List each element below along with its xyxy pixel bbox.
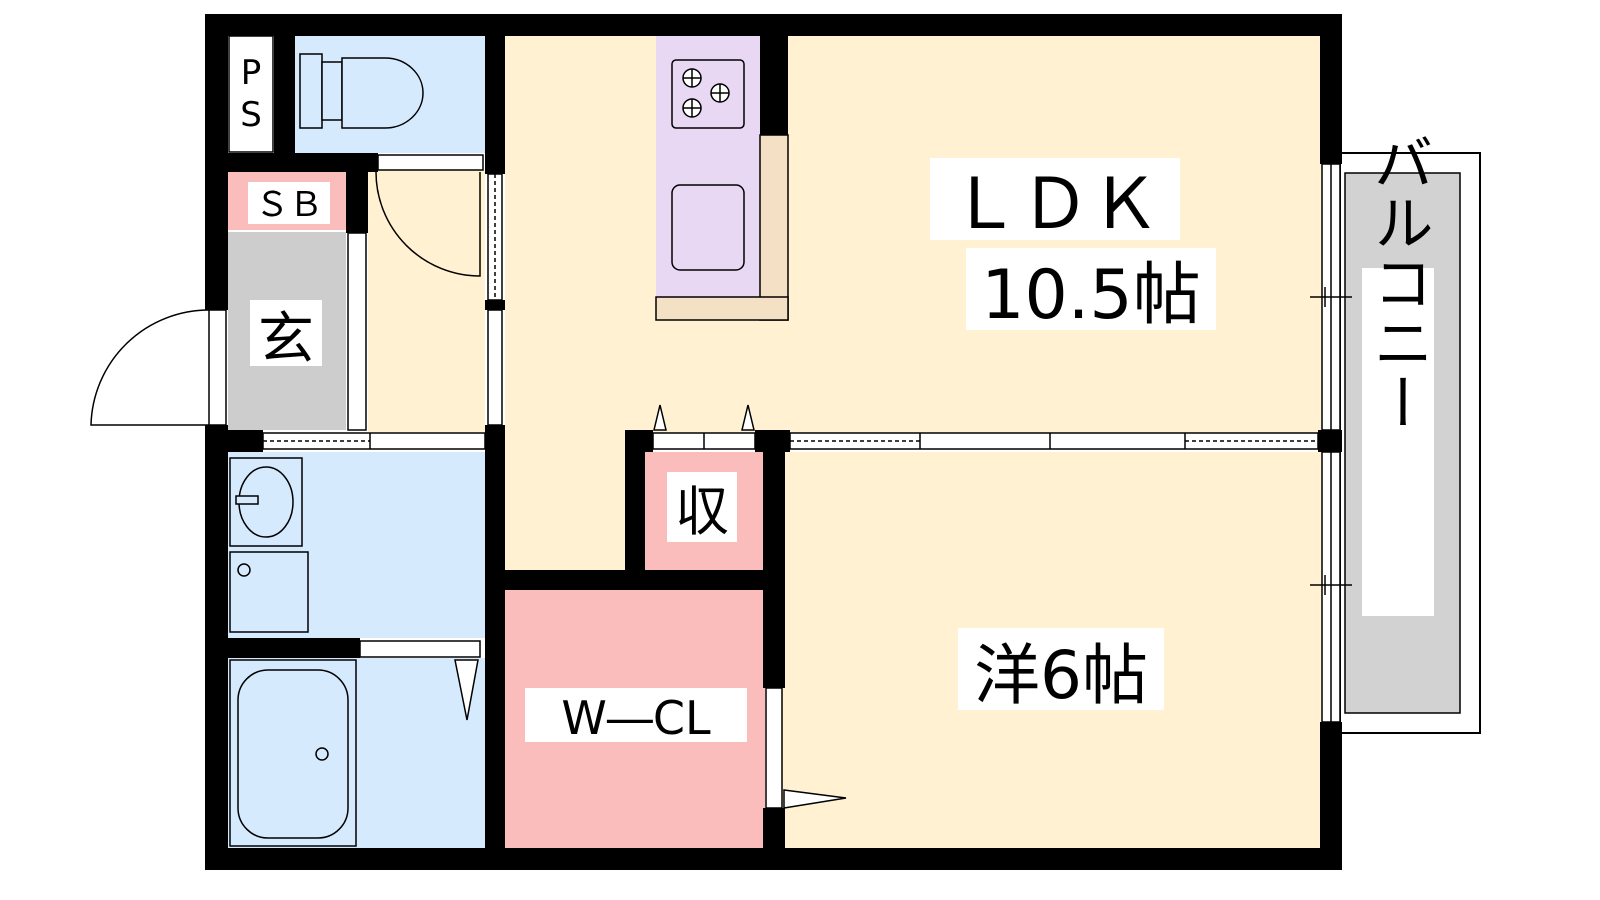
wall-toilet-right [485,14,505,174]
wcl-door-frame [765,687,783,809]
wall-hall-right [485,300,505,310]
sb-frame [347,232,367,431]
wall-top [205,14,1342,36]
doors [90,171,847,809]
wall-entry-bottom [228,430,263,452]
wall-ps-right [274,14,295,154]
wall-right-mid [1318,430,1342,452]
kitchen-sink-icon [671,184,745,271]
wall-wash-bath [228,638,360,658]
hall-ldk-slide-lower [487,309,503,426]
wall-right-top [1320,14,1342,164]
wall-wcl-top [505,570,785,590]
ldk-lower-floor [505,440,625,570]
wcl-label: W―CL [561,691,711,745]
entrance-door-frame [208,309,227,426]
room-labels: ＬＤＫ 10.5帖 洋6帖 収 W―CL 玄 ＳＢ P S バルコニー [240,53,1434,745]
storage-label: 収 [675,480,729,543]
hall-floor [368,170,485,432]
bath-door-leaf [454,659,479,721]
wall-left-upper [205,14,228,310]
windows [208,154,1352,809]
stove-icon [671,59,745,129]
wash-partition [262,432,486,450]
pipe-space [228,35,274,153]
ldk-size-label: 10.5帖 [981,256,1200,335]
kitchen-back-counter [759,134,789,321]
wall-storage-left [625,430,645,590]
balcony-label: バルコニー [1363,132,1433,432]
ps-label-s: S [240,95,262,135]
toilet-door-swing [375,171,481,277]
bath-door-frame [359,640,481,658]
shoebox-label: ＳＢ [255,185,323,225]
ldk-label: ＬＤＫ [950,163,1160,245]
wall-wcl-right-lower [763,808,785,870]
toilet-door-frame [377,154,484,171]
toilet-icon [299,53,424,129]
wall-wcl-right-upper [763,430,785,688]
kitchen-front-strip [655,296,789,321]
wall-sb-right [346,153,368,233]
wall-ps-bottom [228,153,378,172]
ps-label-p: P [241,53,262,93]
washing-machine-space [229,551,309,633]
wall-right-bottom [1320,722,1342,870]
washbasin-icon [229,457,303,547]
entrance-label: 玄 [258,307,314,372]
western-room-label: 洋6帖 [974,637,1148,714]
wall-storage-top [625,430,653,452]
entrance-door-swing [90,309,210,426]
wall-wet-right [485,425,505,870]
wall-kitchen-col [760,35,788,135]
bathtub-icon [229,659,357,847]
fixtures [228,35,745,847]
ldk-floor [505,35,1325,440]
wcl-door-leaf [783,789,847,809]
walls [205,14,1342,870]
wall-left-lower [205,425,228,870]
